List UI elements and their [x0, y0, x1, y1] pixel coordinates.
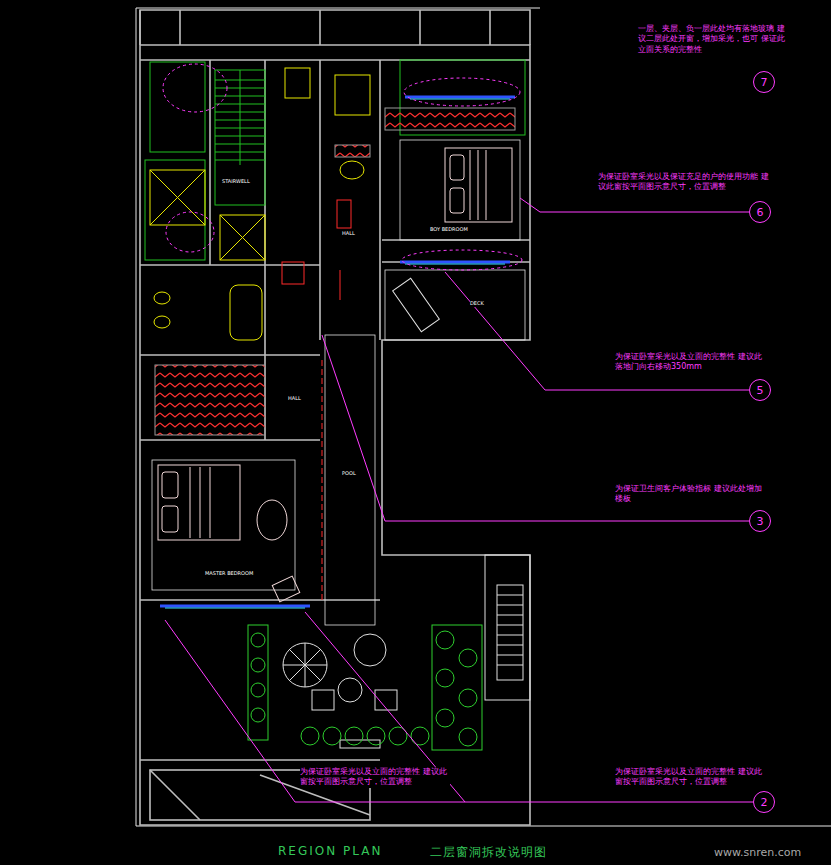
- room-name: BOY BEDROOM: [430, 226, 468, 233]
- stair: [145, 60, 525, 260]
- note: 为保证卧室采光以及保证充足的户的使用功能 建议此窗按平面图示意尺寸，位置调整: [598, 172, 774, 193]
- sheet-frame: [136, 8, 831, 826]
- room-name: HALL: [288, 395, 301, 402]
- doors: [282, 200, 351, 600]
- callout-circle: 3: [749, 510, 771, 532]
- plan-title: REGION PLAN: [278, 844, 382, 858]
- note: 为保证卧室采光以及立面的完整性 建议此落地门向右移动350mm: [615, 352, 765, 373]
- watermark: www.snren.com: [714, 846, 801, 860]
- note: 为保证卫生间客户体验指标 建议此处增加楼板: [615, 484, 765, 505]
- room-name: STAIRWELL: [222, 178, 250, 185]
- callout-circle: 7: [753, 71, 775, 93]
- callout-number: 2: [761, 797, 768, 808]
- closets: [155, 108, 515, 435]
- callout-number: 6: [757, 207, 764, 218]
- plan-caption: 二层窗洞拆改说明图: [430, 844, 547, 861]
- fixtures: [150, 68, 370, 340]
- room-name: DECK: [470, 300, 484, 307]
- callout-number: 3: [757, 516, 764, 527]
- deck-furniture: [283, 278, 530, 748]
- callout-number: 7: [761, 77, 768, 88]
- planting: [248, 625, 482, 750]
- note: 为保证卧室采光以及立面的完整性 建议此窗按平面图示意尺寸，位置调整: [615, 767, 765, 788]
- room-name: MASTER BEDROOM: [205, 570, 253, 577]
- revision-clouds: [163, 64, 522, 270]
- note: 为保证卧室采光以及立面的完整性 建议此窗按平面图示意尺寸，位置调整: [300, 767, 450, 788]
- callout-number: 5: [757, 385, 764, 396]
- callout-circle: 5: [749, 379, 771, 401]
- callout-circle: 6: [749, 201, 771, 223]
- windows: [160, 97, 515, 608]
- room-name: POOL: [342, 470, 356, 477]
- callout-circle: 2: [753, 791, 775, 813]
- walls: [140, 10, 530, 825]
- note: 一层、夹层、负一层此处均有落地玻璃 建议二层此处开窗，增加采光，也可 保证此立面…: [638, 24, 790, 55]
- room-name: HALL: [342, 230, 355, 237]
